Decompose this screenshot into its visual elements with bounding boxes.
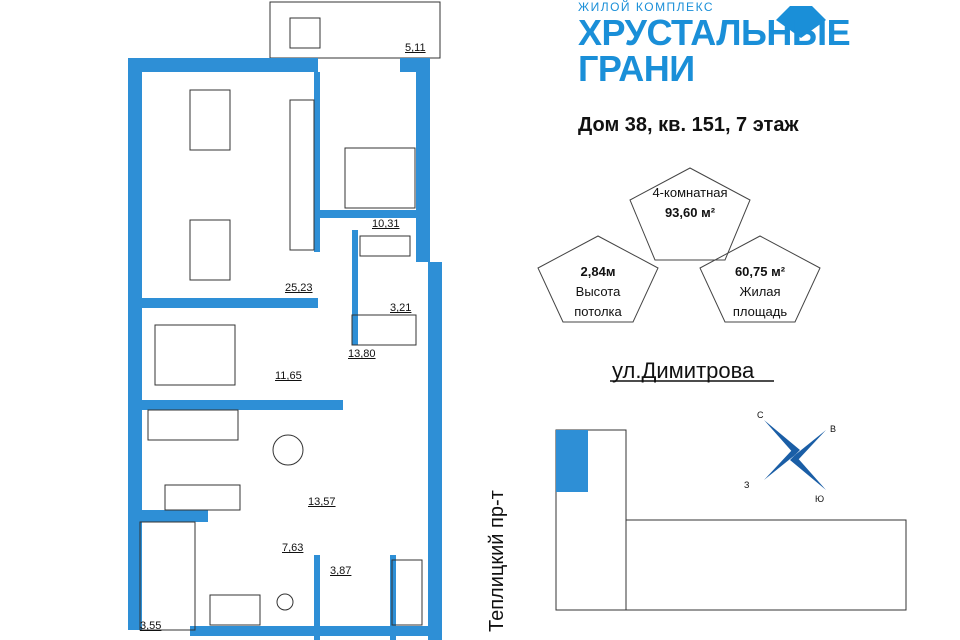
- area-balcony-top: 5,11: [405, 42, 426, 54]
- sink: [359, 235, 411, 257]
- living-area: 60,75 м²: [734, 264, 786, 279]
- brand-name-line2: ГРАНИ: [578, 48, 695, 89]
- outer-wall-left: [128, 58, 142, 630]
- outer-wall-bottom: [190, 626, 430, 636]
- balcony-top-outline: [269, 1, 441, 59]
- living-label-1: Жилая: [739, 284, 781, 299]
- area-bathroom: 3,21: [390, 302, 412, 314]
- compass-east: В: [830, 424, 837, 434]
- bed-single-top: [189, 89, 231, 151]
- living-info: 60,75 м² Жилая площадь: [705, 262, 815, 322]
- area-balcony-bottom: 3,55: [140, 620, 162, 632]
- sofa: [147, 409, 239, 441]
- avenue-name: Теплицкий пр-т: [486, 490, 508, 632]
- pentagon-rooms: [629, 167, 751, 261]
- rooms-count: 4-комнатная: [652, 185, 728, 200]
- dining-table: [164, 484, 241, 511]
- building-wing-main: [625, 519, 907, 611]
- partition-wc-left: [314, 555, 320, 640]
- bathtub: [351, 314, 417, 346]
- ceiling-height: 2,84м: [580, 264, 616, 279]
- partition-wc-right: [390, 555, 396, 640]
- bed-double-right: [344, 147, 416, 209]
- brand-complex-label: ЖИЛОЙ КОМПЛЕКС: [578, 0, 715, 14]
- living-label-2: площадь: [732, 304, 788, 319]
- compass-north: С: [757, 410, 764, 420]
- area-bedroom-mid: 11,65: [275, 370, 302, 382]
- partition-bed-right: [314, 72, 320, 252]
- wardrobe-left: [289, 99, 315, 251]
- partition-bath-left: [352, 230, 358, 345]
- area-bedroom-right: 10,31: [372, 218, 400, 230]
- partition-bath-top: [320, 210, 420, 218]
- bed-double-mid: [154, 324, 236, 386]
- ceiling-info: 2,84м Высота потолка: [543, 262, 653, 322]
- compass-west: З: [744, 480, 750, 490]
- apartment-title: Дом 38, кв. 151, 7 этаж: [578, 114, 799, 136]
- outer-wall-top-left: [128, 58, 318, 72]
- partition-mid-living: [128, 400, 343, 410]
- apartment-highlight: [556, 430, 588, 492]
- brand-name-line1: ХРУСТАЛЬНЫЕ: [578, 12, 851, 53]
- bathtub-wc: [391, 559, 423, 626]
- partition-bed-mid: [128, 298, 318, 308]
- stove: [209, 594, 261, 626]
- kitchen-sink: [276, 593, 294, 611]
- area-wc: 3,87: [330, 565, 352, 577]
- balcony-bottom-outline: [139, 521, 196, 631]
- area-living: 13,57: [308, 496, 336, 508]
- pentagon-ceiling: [537, 235, 659, 323]
- ceiling-label-1: Высота: [575, 284, 621, 299]
- total-area: 93,60 м²: [664, 205, 716, 220]
- partition-living-kitchen: [128, 510, 208, 522]
- compass-south: Ю: [815, 494, 825, 504]
- compass-icon: [764, 420, 826, 490]
- crystal-icon: [776, 6, 826, 38]
- area-corridor: 13,80: [348, 348, 376, 360]
- area-bedroom-large: 25,23: [285, 282, 313, 294]
- armchair-balcony: [289, 17, 321, 49]
- ceiling-label-2: потолка: [574, 304, 622, 319]
- bed-single-bottom: [189, 219, 231, 281]
- street-name: ул.Димитрова: [612, 358, 755, 383]
- coffee-table: [272, 434, 304, 466]
- area-kitchen: 7,63: [282, 542, 304, 554]
- pentagon-living: [699, 235, 821, 323]
- rooms-info: 4-комнатная 93,60 м²: [635, 183, 745, 223]
- outer-wall-top-right: [400, 58, 430, 72]
- outer-wall-right-lower: [428, 262, 442, 640]
